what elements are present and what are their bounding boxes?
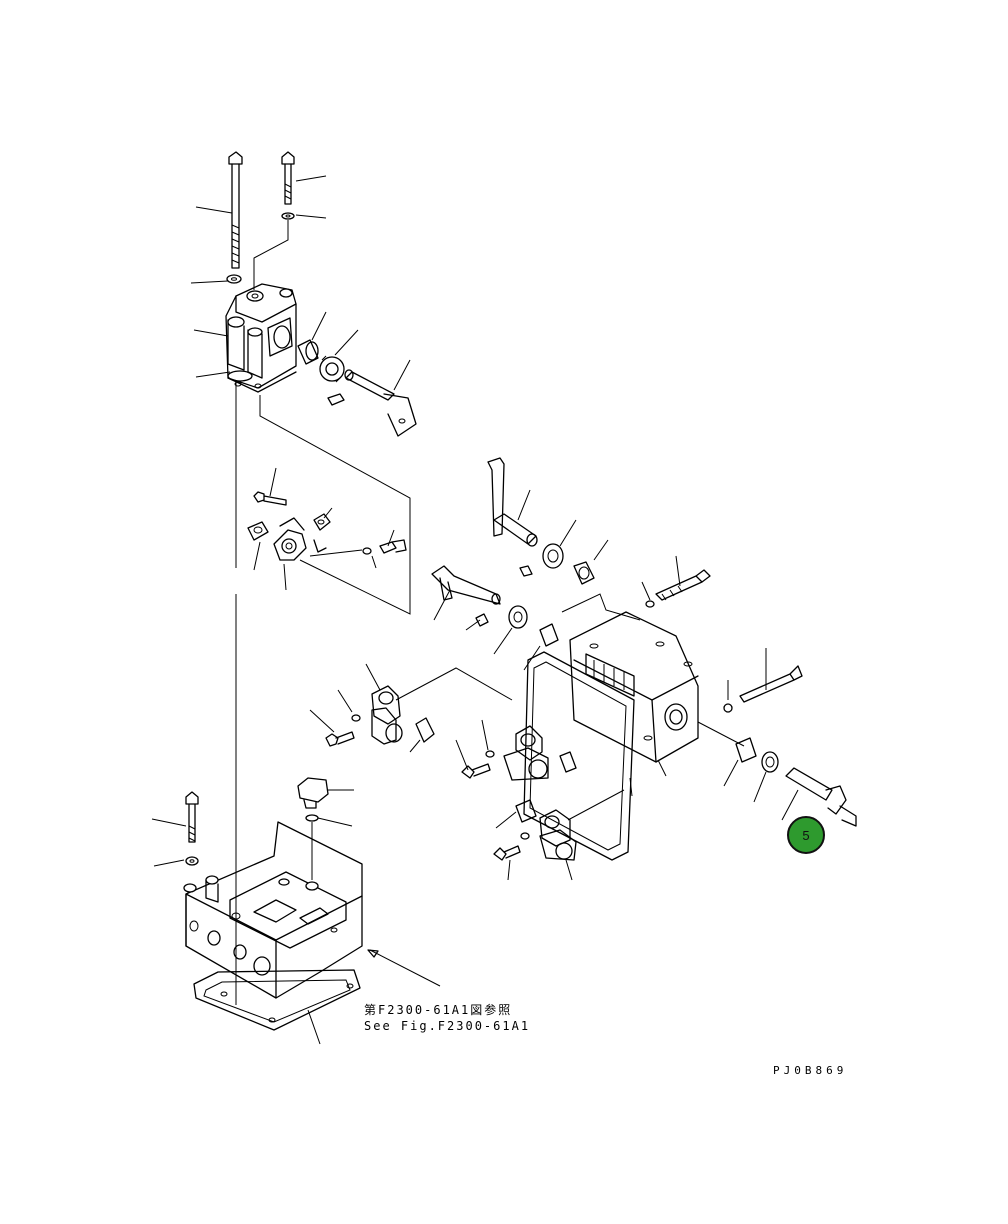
washer-upper: [226, 274, 242, 284]
right-lever-group: [431, 457, 609, 671]
short-bolt: [281, 151, 295, 205]
connector-bushing: [735, 737, 757, 763]
link-bushing-3: [515, 799, 537, 823]
right-valve-body: [523, 555, 803, 861]
lower-bolt: [185, 791, 199, 843]
bushing-upper: [297, 339, 319, 365]
link-group-1: [309, 663, 435, 753]
connector-group: [723, 737, 857, 827]
link-bolt-1: [325, 731, 355, 747]
lever-arm: [487, 457, 505, 537]
link-line-1: [395, 667, 513, 701]
key-right: [519, 565, 533, 577]
pivot-screw: [379, 539, 407, 554]
lower-valve-body: [151, 777, 441, 1045]
washer-small: [281, 212, 295, 220]
link-bushing-2: [559, 751, 577, 773]
link-bolt-3: [493, 845, 521, 861]
lower-washer: [185, 856, 199, 866]
bearing-lower: [508, 605, 528, 629]
lever-shaft: [493, 513, 537, 545]
connector-pin: [785, 767, 833, 801]
upper-valve-assembly: [190, 151, 417, 437]
bearing-right: [542, 543, 564, 569]
lever-shaft-upper: [344, 369, 417, 437]
plug: [297, 777, 329, 803]
pin: [313, 539, 327, 553]
base-gasket: [193, 969, 361, 1031]
bearing-upper: [319, 355, 345, 383]
pivot-bolt: [253, 491, 287, 506]
gasket: [523, 651, 635, 861]
figure-reference-japanese: 第F2300-61A1図参照: [364, 1003, 513, 1017]
valve-body-upper: [225, 283, 297, 393]
connector-washer: [761, 751, 779, 773]
link-bolt-2: [461, 763, 491, 779]
long-bolt: [228, 151, 243, 269]
assembly-line-box: [259, 395, 411, 615]
callout-number: 5: [802, 827, 810, 843]
bushing-right: [573, 561, 595, 585]
bushing-lower: [539, 623, 559, 647]
pivot-group: [247, 467, 407, 591]
figure-reference-english: See Fig.F2300-61A1: [364, 1019, 531, 1033]
pivot-bushing: [247, 521, 269, 541]
body-bolt-2: [739, 665, 803, 703]
link-bushing-1: [415, 717, 435, 743]
shaft-lower: [431, 565, 501, 605]
part-callout-badge[interactable]: 5: [787, 816, 825, 854]
link-group-2: [455, 719, 577, 781]
pivot-washer: [362, 547, 372, 555]
o-ring: [305, 814, 319, 822]
pivot-nut: [313, 513, 331, 531]
body-bolt-1: [655, 569, 711, 601]
woodruff-key-upper: [327, 393, 345, 406]
drawing-code: PJ0B869: [773, 1064, 848, 1077]
body-washer-2: [723, 703, 733, 713]
link-group-3: [493, 789, 625, 881]
pivot-lever: [273, 517, 307, 561]
body-washer-1: [645, 600, 655, 608]
connector-nipple: [839, 805, 857, 827]
